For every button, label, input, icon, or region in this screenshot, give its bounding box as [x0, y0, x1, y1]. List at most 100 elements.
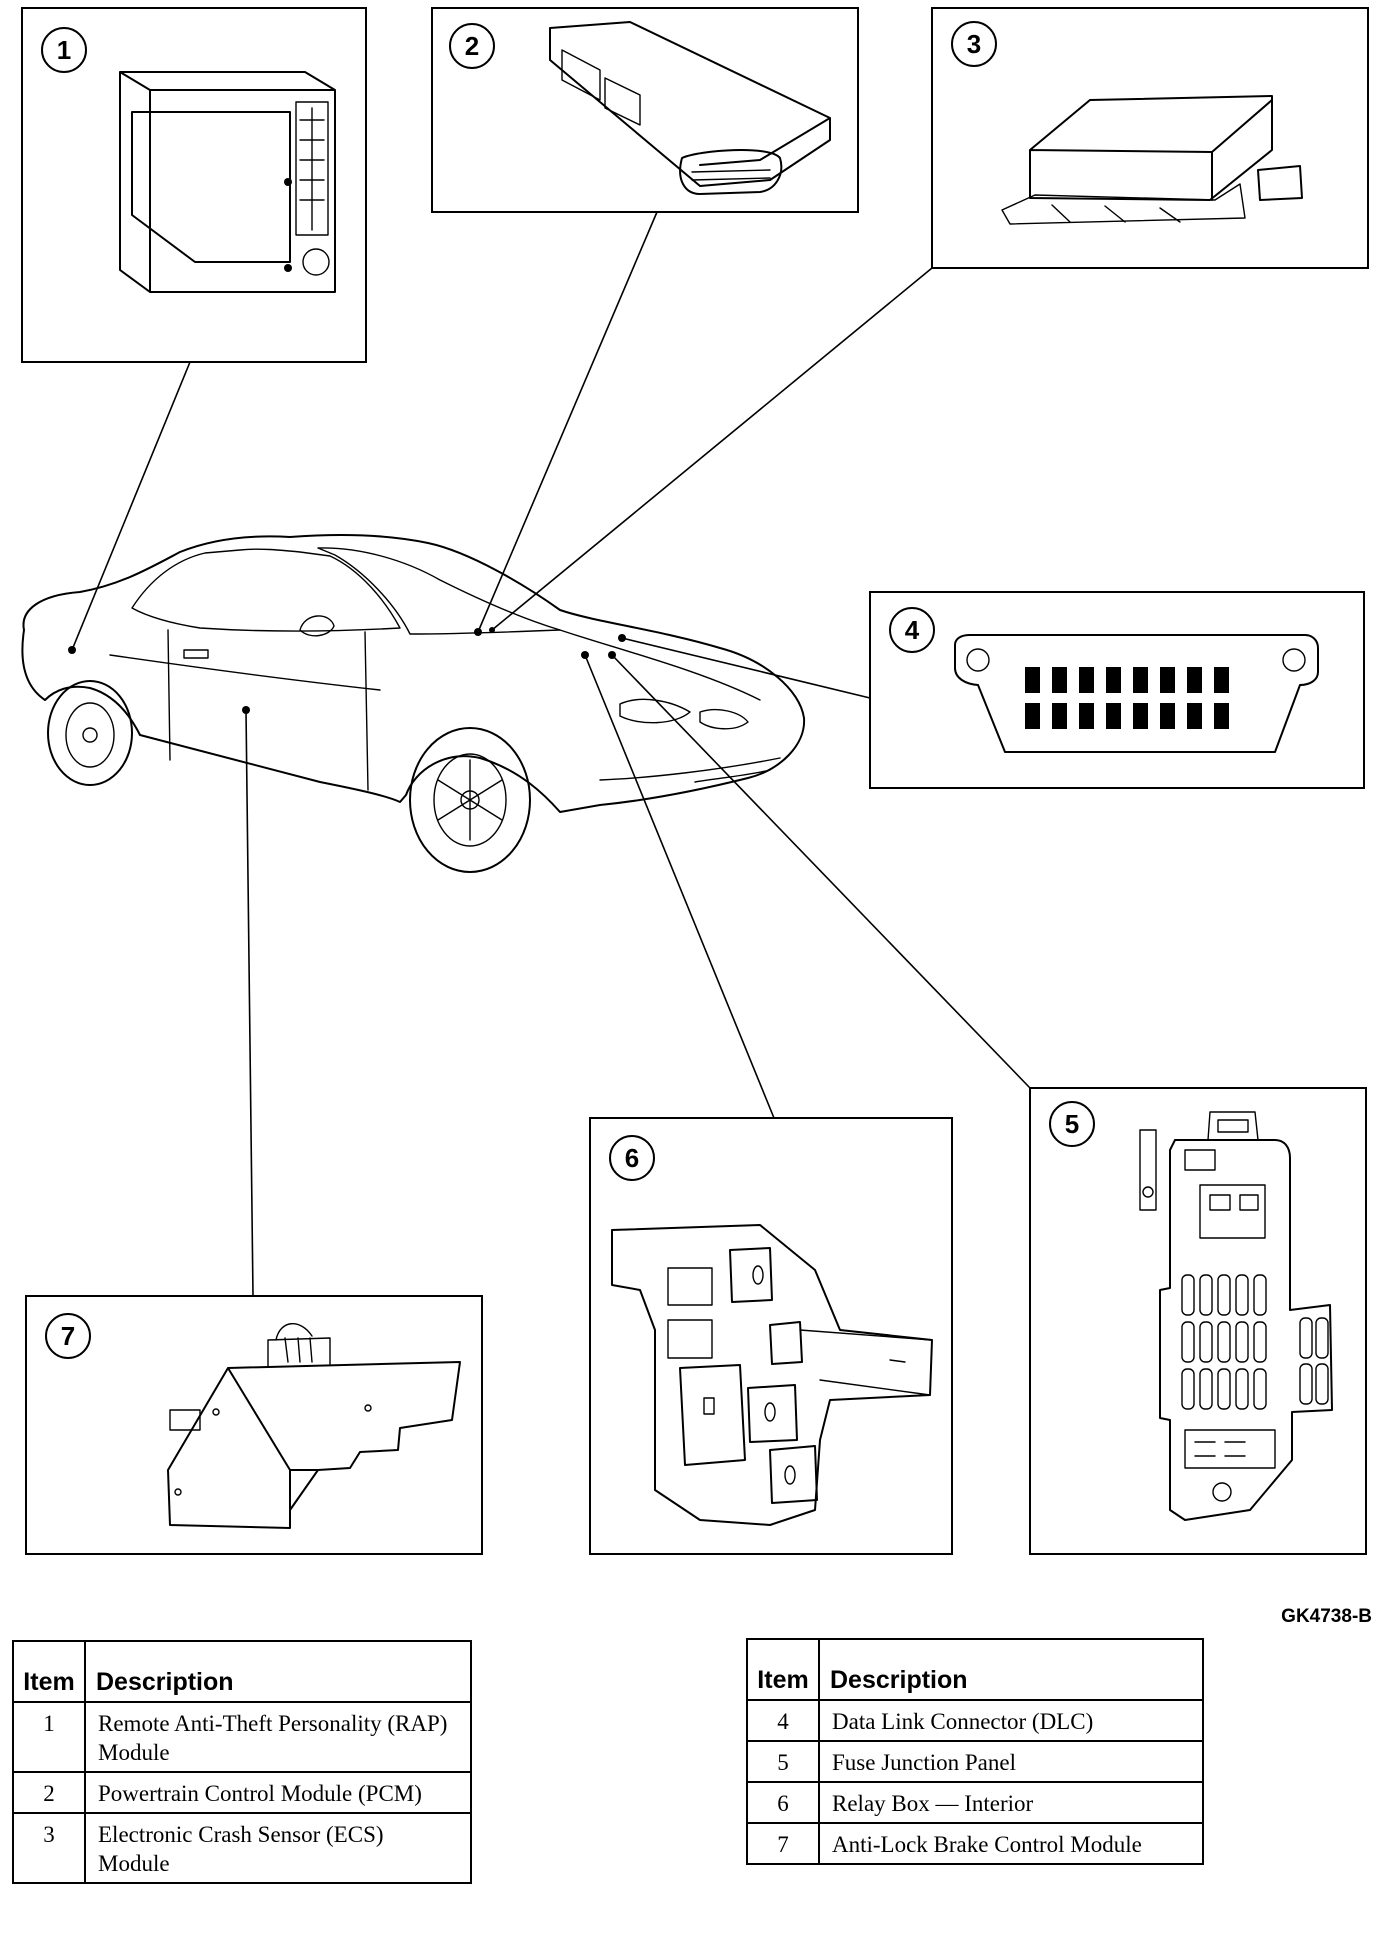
dlc-pin [1214, 667, 1229, 693]
dlc-pin [1025, 703, 1040, 729]
column-header-item: Item [746, 1638, 820, 1701]
fuse-panel-side-hole-icon [1142, 1186, 1154, 1198]
dlc-pin [1106, 667, 1121, 693]
callout-1: 1 [21, 7, 367, 363]
location-dot-6 [581, 651, 589, 659]
dlc-pin [1052, 703, 1067, 729]
relay-icon [769, 1445, 818, 1504]
callout-badge-6 [609, 1135, 655, 1181]
fuse-slot [1235, 1368, 1249, 1410]
dlc-pin [1187, 703, 1202, 729]
relay-terminal-icon [764, 1402, 776, 1422]
fuse-panel-relay-icon [1199, 1184, 1266, 1239]
abs-module-icon [167, 1361, 461, 1529]
callout-number-6: 6 [625, 1143, 639, 1173]
car-roof-window [131, 548, 401, 632]
leader-line-5 [611, 654, 1031, 1089]
item-number: 1 [12, 1701, 86, 1773]
car-door-handle [183, 649, 209, 659]
callout-6: 6 [589, 1117, 953, 1555]
abs-screw-icon [212, 1408, 220, 1416]
leader-line-1 [71, 361, 191, 651]
location-dot-4 [618, 634, 626, 642]
item-number: 4 [746, 1699, 820, 1742]
fuse-slot [1253, 1274, 1267, 1316]
car-body-outline [21, 534, 806, 813]
car-foglight [694, 769, 771, 783]
leader-lines [71, 211, 1031, 1297]
fuse-slot [1235, 1321, 1249, 1363]
dlc-mount-hole-icon [1282, 648, 1306, 672]
leader-line-2 [477, 211, 658, 633]
table-row: 5 Fuse Junction Panel [746, 1740, 1204, 1783]
fuse-slot [1199, 1274, 1213, 1316]
fuse-slot [1299, 1363, 1313, 1405]
fuse-slot [1235, 1274, 1249, 1316]
fuse-slot [1299, 1317, 1313, 1359]
callout-7: 7 [25, 1295, 483, 1555]
dlc-pin [1079, 667, 1094, 693]
location-dot-1 [68, 646, 76, 654]
car-headlight [619, 698, 749, 730]
item-number: 2 [12, 1771, 86, 1814]
dlc-pin [1214, 703, 1229, 729]
pcm-vent-icon [561, 49, 641, 126]
callout-3: 3 [931, 7, 1369, 269]
relay-icon [679, 1364, 746, 1466]
relay-terminal-icon [784, 1465, 796, 1485]
table-row: 6 Relay Box — Interior [746, 1781, 1204, 1824]
car-side-stripe [109, 654, 381, 691]
abs-screw-icon [364, 1404, 372, 1412]
ecs-base-icon [1001, 183, 1246, 225]
front-wheel-hub [433, 753, 507, 847]
fuse-panel-relay-slot-icon [1184, 1149, 1216, 1171]
leader-line-3 [491, 267, 933, 631]
item-description: Remote Anti-Theft Personality (RAP) Modu… [84, 1701, 472, 1773]
relay-terminal-icon [752, 1265, 764, 1285]
item-number: 7 [746, 1822, 820, 1865]
car-mirror [299, 615, 335, 637]
callout-badge-7 [45, 1313, 91, 1359]
callout-number-3: 3 [967, 29, 981, 59]
callout-badge-4 [889, 607, 935, 653]
callout-badge-3 [951, 21, 997, 67]
fuse-slot [1199, 1368, 1213, 1410]
fuse-slot [1253, 1368, 1267, 1410]
car-door-line [167, 629, 369, 791]
rear-wheel [47, 680, 133, 786]
table-header-row: Item Description [746, 1638, 1204, 1701]
fuse-panel-side-tab-icon [1139, 1129, 1157, 1211]
callout-number-7: 7 [61, 1321, 75, 1351]
location-dot-7 [242, 706, 250, 714]
fuse-slot [1217, 1274, 1231, 1316]
table-row: 2 Powertrain Control Module (PCM) [12, 1771, 472, 1814]
callout-number-1: 1 [57, 35, 71, 65]
column-header-description: Description [84, 1640, 472, 1703]
dlc-pin [1052, 667, 1067, 693]
car-illustration [21, 534, 806, 873]
fuse-slot [1181, 1274, 1195, 1316]
leader-line-7 [245, 709, 254, 1297]
relay-terminal-icon [703, 1397, 715, 1415]
callout-badge-1 [41, 27, 87, 73]
relay-icon [769, 1321, 803, 1365]
car-hood-line [559, 629, 761, 701]
fuse-panel-body-icon [1159, 1139, 1333, 1521]
rap-screw-icon [284, 178, 292, 186]
column-header-description: Description [818, 1638, 1204, 1701]
pcm-module-icon [549, 21, 831, 187]
fuse-panel-fuse-grid [1181, 1274, 1329, 1410]
fuse-slot [1181, 1321, 1195, 1363]
fuse-panel-lower-relay-icon [1184, 1429, 1276, 1469]
fuse-panel-top-tab-icon [1207, 1111, 1259, 1141]
fuse-slot [1315, 1317, 1329, 1359]
relay-box-arm-icon [799, 1329, 933, 1396]
item-description: Relay Box — Interior [818, 1781, 1204, 1824]
callout-frame-2 [431, 7, 859, 213]
pcm-connector-pins [691, 169, 771, 181]
front-wheel-cap [460, 790, 480, 810]
callout-2: 2 [431, 7, 859, 213]
car-bumper [599, 757, 781, 781]
front-wheel [409, 727, 531, 873]
